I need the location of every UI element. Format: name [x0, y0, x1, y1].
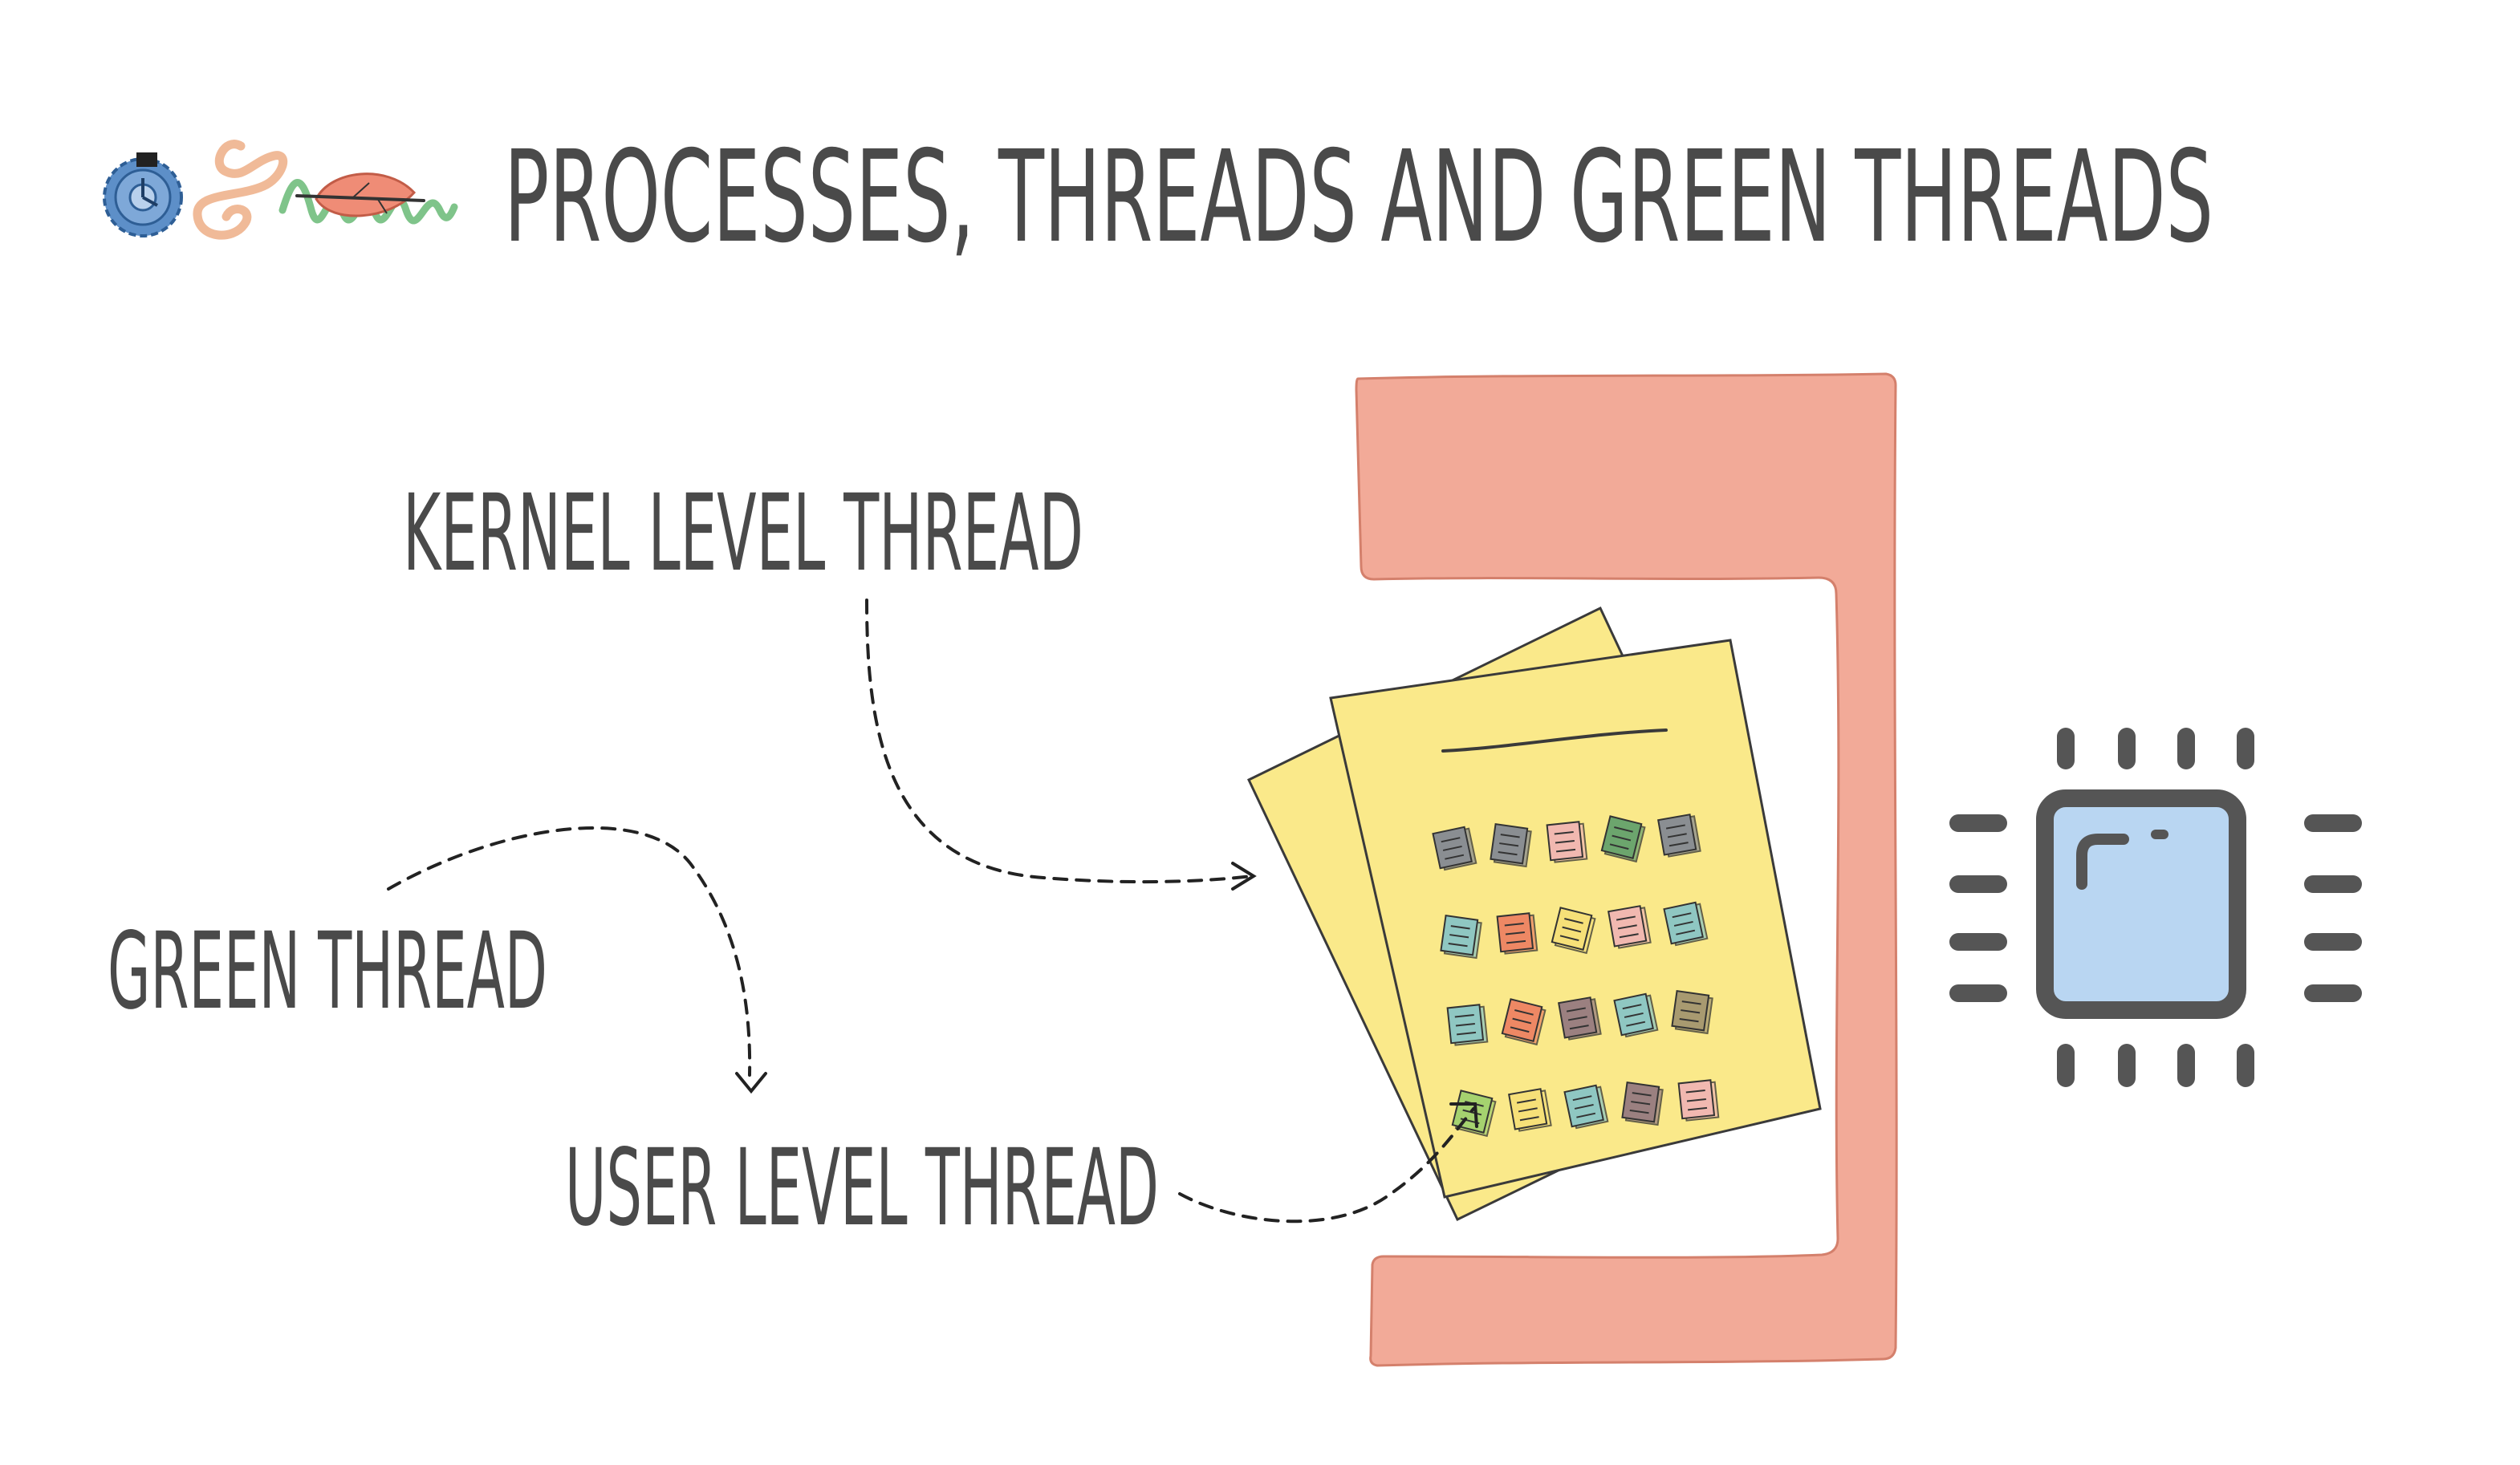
green-thread-label: GREEN THREAD	[108, 910, 547, 1033]
thread-note	[1432, 826, 1477, 871]
thread-note	[1677, 1079, 1720, 1122]
thread-note	[1546, 821, 1588, 863]
document-stack-icon	[1247, 606, 1822, 1222]
cpu-chip-icon	[1949, 728, 2362, 1087]
thread-note	[1490, 823, 1532, 868]
thread-note	[1496, 912, 1538, 955]
thread-note	[1563, 1084, 1609, 1130]
logo	[103, 140, 458, 240]
arrowhead-kernel	[1231, 862, 1257, 891]
process-bracket-icon	[1355, 372, 1898, 1367]
arrows	[387, 599, 1478, 1224]
thread-note	[1657, 814, 1701, 858]
cpu-pins	[1949, 728, 2362, 1087]
arrowhead-user	[1449, 1102, 1478, 1128]
worm-icon	[193, 140, 288, 240]
thread-note	[1508, 1088, 1552, 1132]
thread-note	[1558, 996, 1602, 1041]
gear-icon	[103, 152, 183, 237]
thread-note	[1446, 1004, 1489, 1046]
thread-note	[1501, 998, 1547, 1046]
thread-note	[1440, 915, 1482, 960]
thread-note	[1613, 992, 1659, 1038]
leaf-icon	[295, 172, 425, 217]
thread-note	[1671, 990, 1713, 1035]
arrowhead-green	[735, 1072, 767, 1094]
thread-note	[1608, 905, 1652, 949]
thread-note	[1551, 907, 1596, 955]
page-title: PROCESSES, THREADS AND GREEN THREADS	[504, 124, 2213, 271]
user-level-thread-label: USER LEVEL THREAD	[565, 1126, 1159, 1250]
thread-note	[1600, 815, 1646, 863]
arrow-kernel-level-thread	[865, 599, 1254, 884]
cpu-die	[2036, 789, 2246, 1019]
thread-notes	[1432, 814, 1720, 1138]
thread-note	[1663, 901, 1709, 947]
thread-note	[1621, 1082, 1664, 1126]
arrow-user-level-thread	[1178, 1107, 1475, 1224]
kernel-level-thread-label: KERNEL LEVEL THREAD	[403, 472, 1083, 595]
